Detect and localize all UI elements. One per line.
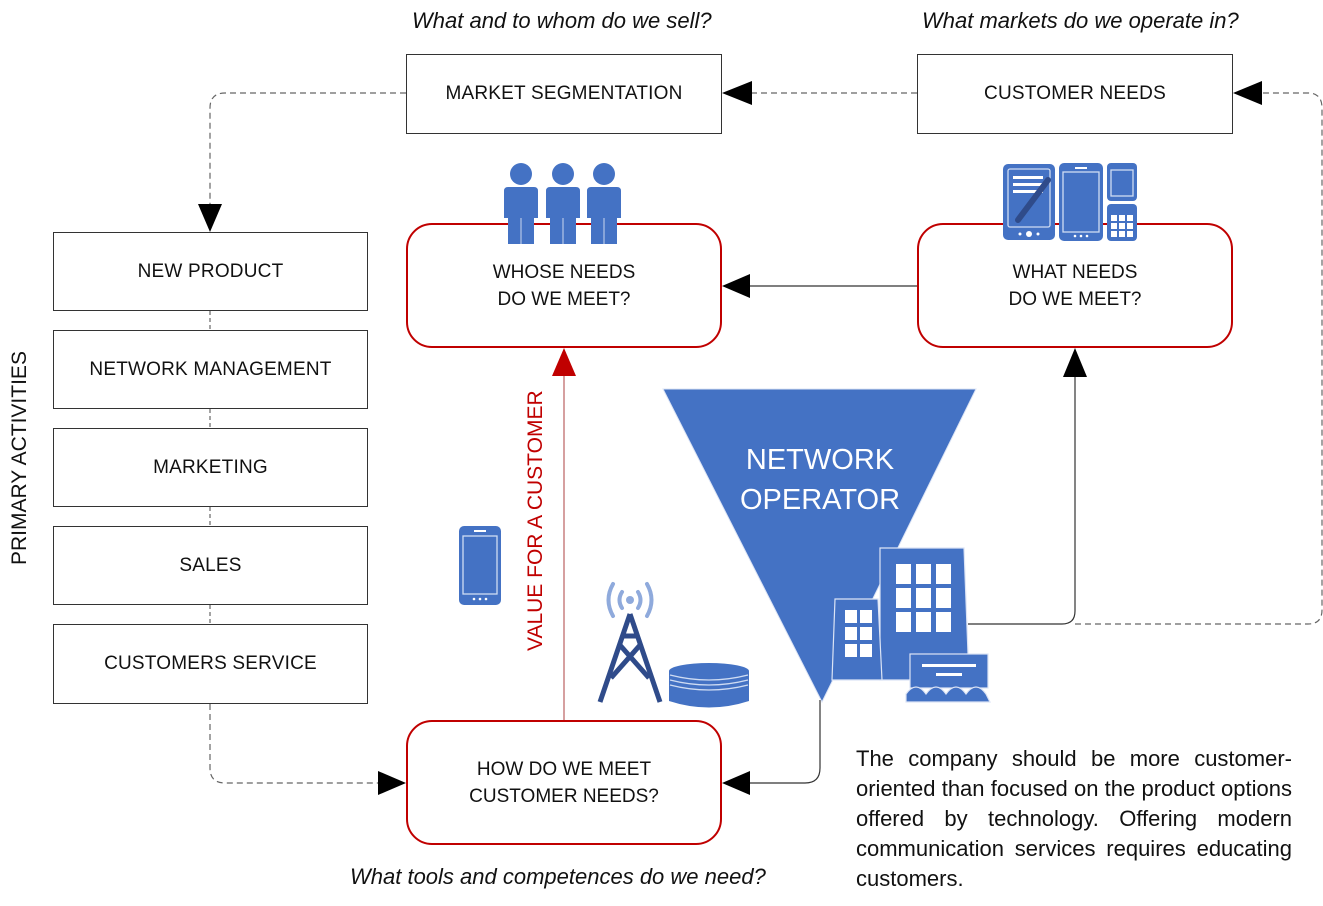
people-icon — [504, 163, 621, 244]
connector-segmentation-to-new-product — [209, 92, 406, 204]
activity-marketing[interactable]: MARKETING — [53, 428, 368, 507]
customer-needs-label: CUSTOMER NEEDS — [984, 83, 1166, 104]
question-tools-competences: What tools and competences do we need? — [350, 864, 766, 889]
arrowhead — [722, 274, 750, 298]
arrowhead — [722, 81, 752, 105]
arrowhead — [722, 771, 750, 795]
whose-needs-line2: DO WE MEET? — [497, 288, 631, 310]
activity-label: NEW PRODUCT — [137, 260, 284, 282]
arrowhead — [1233, 81, 1262, 105]
arrowhead-red — [552, 348, 576, 376]
arrowhead — [1063, 348, 1087, 377]
what-needs-line1: WHAT NEEDS — [1012, 261, 1138, 283]
question-what-to-whom: What and to whom do we sell? — [412, 8, 712, 33]
connector-operator-to-what — [968, 377, 1076, 625]
activity-customers-service[interactable]: CUSTOMERS SERVICE — [53, 624, 368, 704]
operator-label-line2: OPERATOR — [739, 484, 901, 516]
network-operator-funnel — [662, 388, 977, 704]
question-markets: What markets do we operate in? — [922, 8, 1239, 33]
how-meet-line1: HOW DO WE MEET — [476, 758, 652, 780]
what-needs-line2: DO WE MEET? — [1008, 288, 1142, 310]
operator-label-line1: NETWORK — [745, 444, 895, 476]
arrowhead — [198, 204, 222, 232]
connector-operator-to-how — [750, 700, 821, 784]
customer-needs-box[interactable]: CUSTOMER NEEDS — [917, 54, 1233, 134]
activity-label: SALES — [179, 554, 242, 576]
connector-service-to-how — [209, 704, 378, 784]
value-for-customer-label: VALUE FOR A CUSTOMER — [524, 390, 547, 651]
how-meet-line2: CUSTOMER NEEDS? — [469, 785, 659, 807]
market-segmentation-box[interactable]: MARKET SEGMENTATION — [406, 54, 722, 134]
activity-network-management[interactable]: NETWORK MANAGEMENT — [53, 330, 368, 409]
arrowhead — [378, 771, 406, 795]
buildings-icon — [831, 547, 991, 703]
network-operator-label: NETWORK OPERATOR — [700, 440, 940, 520]
explanatory-note: The company should be more customer-orie… — [856, 746, 1292, 891]
database-icon — [669, 663, 749, 708]
whose-needs-line1: WHOSE NEEDS — [492, 261, 636, 283]
activity-label: CUSTOMERS SERVICE — [104, 653, 317, 674]
how-meet-box[interactable]: HOW DO WE MEET CUSTOMER NEEDS? — [406, 720, 722, 845]
activity-label: NETWORK MANAGEMENT — [89, 358, 332, 380]
activity-sales[interactable]: SALES — [53, 526, 368, 605]
radio-tower-icon — [597, 582, 663, 703]
whose-needs-box[interactable]: WHOSE NEEDS DO WE MEET? — [406, 223, 722, 348]
connector-operator-to-customer-needs — [1075, 92, 1323, 625]
activity-label: MARKETING — [153, 456, 268, 478]
market-segmentation-label: MARKET SEGMENTATION — [445, 83, 683, 104]
primary-activities-label: PRIMARY ACTIVITIES — [8, 351, 31, 565]
smartphone-icon — [459, 526, 501, 605]
devices-icon — [1003, 163, 1137, 241]
activity-new-product[interactable]: NEW PRODUCT — [53, 232, 368, 311]
